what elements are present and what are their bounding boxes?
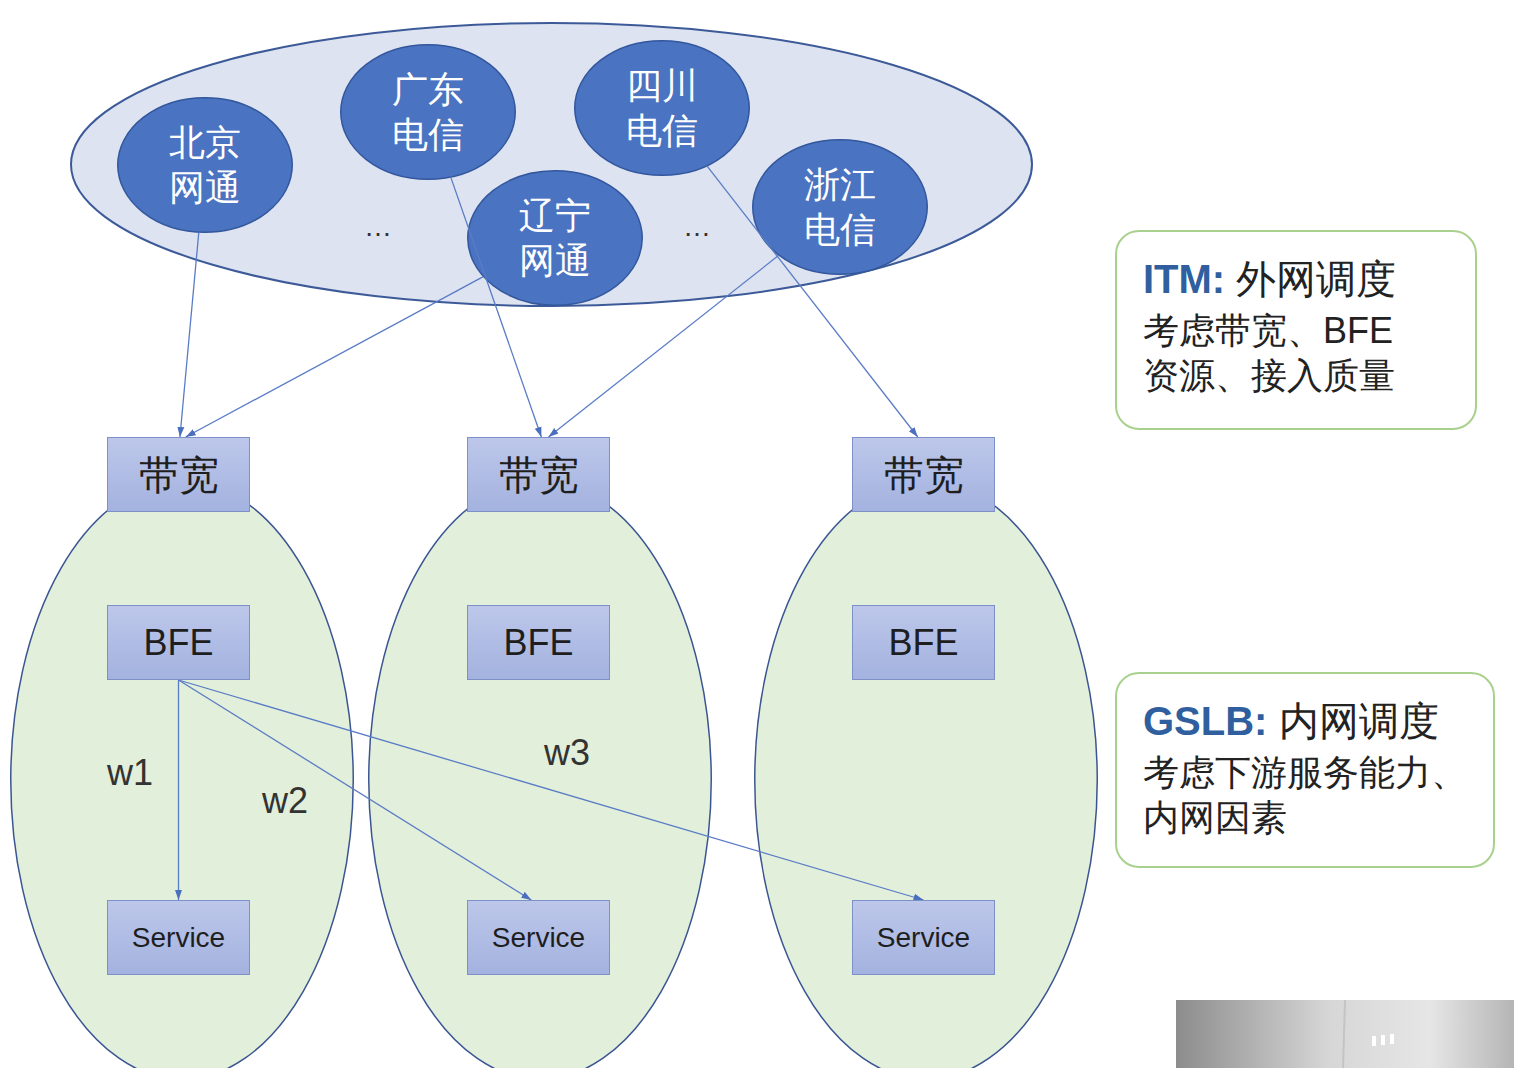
- node-text: BFE: [888, 620, 958, 665]
- ellipse-shape: [341, 45, 516, 180]
- ellipse-shape: [118, 98, 293, 233]
- bandwidth-box: 带宽: [107, 437, 250, 512]
- edge-label: w3: [544, 730, 590, 775]
- connector-arrow: [186, 277, 483, 437]
- camera-thumbnail: [1176, 1000, 1514, 1068]
- ellipse-shape: [11, 481, 354, 1068]
- node-text: 带宽: [884, 450, 964, 500]
- ellipse-outline: [574, 40, 750, 176]
- node-text: GSLB:: [1143, 696, 1267, 746]
- node-text: 带宽: [139, 450, 219, 500]
- text-line: Service: [132, 920, 225, 955]
- text-line: 带宽: [499, 450, 579, 500]
- ellipse-shape: [755, 481, 1098, 1068]
- region-ellipse: 带宽BFEService: [368, 480, 712, 1068]
- node-text: Service: [877, 920, 970, 955]
- bfe-box: BFE: [107, 605, 250, 680]
- isp-circle: 四川 电信: [574, 40, 750, 176]
- text-line: 四川 电信: [615, 63, 709, 153]
- connector-arrow: [178, 680, 179, 900]
- text-line: …: [364, 209, 392, 244]
- bfe-box: BFE: [467, 605, 610, 680]
- isp-circle: 辽宁 网通: [467, 170, 643, 306]
- text-line: 考虑带宽、BFE 资源、接入质量: [1143, 308, 1461, 398]
- text-line: BFE: [143, 620, 213, 665]
- edge-label-holder: w2: [262, 778, 308, 823]
- ellipse-shape: [71, 23, 1032, 306]
- ellipse-shape: [753, 140, 928, 275]
- node-text: 浙江 电信: [793, 162, 887, 252]
- isp-circle: 北京 网通: [117, 97, 293, 233]
- isp-circle: 广东 电信: [340, 44, 516, 180]
- service-box: Service: [467, 900, 610, 975]
- photo-light: [1390, 1034, 1394, 1044]
- node-text: 四川 电信: [615, 63, 709, 153]
- bandwidth-box: 带宽: [467, 437, 610, 512]
- edge-label: w1: [107, 750, 153, 795]
- ellipse-shape: [369, 481, 712, 1068]
- node-text: 辽宁 网通: [508, 193, 602, 283]
- note-box: ITM:外网调度考虑带宽、BFE 资源、接入质量: [1115, 230, 1477, 430]
- node-text: 广东 电信: [381, 67, 475, 157]
- text-line: ITM:外网调度: [1143, 254, 1461, 304]
- photo-light: [1372, 1036, 1376, 1046]
- node-text: BFE: [503, 620, 573, 665]
- service-box: Service: [852, 900, 995, 975]
- connector-arrow: [180, 233, 199, 437]
- text-line: 辽宁 网通: [508, 193, 602, 283]
- ellipse-shape: [468, 171, 643, 306]
- text-line: 考虑下游服务能力、 内网因素: [1143, 750, 1479, 840]
- ellipse-outline: [10, 480, 354, 1068]
- ellipse-outline: [340, 44, 516, 180]
- region-ellipse: 带宽BFEService: [754, 480, 1098, 1068]
- isp-group-ellipse: … … 北京 网通 广东 电信辽宁 网通四川 电信浙江 电信: [70, 22, 1033, 307]
- photo-light: [1381, 1035, 1385, 1045]
- node-text: Service: [492, 920, 585, 955]
- text-line: 北京 网通: [158, 120, 252, 210]
- edge-label: w2: [262, 778, 308, 823]
- bfe-box: BFE: [852, 605, 995, 680]
- node-text: 考虑下游服务能力、 内网因素: [1143, 750, 1478, 840]
- ellipse-outline: [368, 480, 712, 1068]
- photo-edge: [1343, 1000, 1345, 1068]
- text-line: Service: [492, 920, 585, 955]
- ellipse-outline: [117, 97, 293, 233]
- text-line: Service: [877, 920, 970, 955]
- ellipse-outline: [467, 170, 643, 306]
- text-line: 浙江 电信: [793, 162, 887, 252]
- text-line: 广东 电信: [381, 67, 475, 157]
- isp-circle: 浙江 电信: [752, 139, 928, 275]
- note-box: GSLB:内网调度考虑下游服务能力、 内网因素: [1115, 672, 1495, 868]
- node-text: 外网调度: [1236, 254, 1396, 304]
- ellipse-shape: [575, 41, 750, 176]
- service-box: Service: [107, 900, 250, 975]
- text-line: 带宽: [139, 450, 219, 500]
- text-line: GSLB:内网调度: [1143, 696, 1479, 746]
- text-line: 带宽: [884, 450, 964, 500]
- node-text: BFE: [143, 620, 213, 665]
- node-text: Service: [132, 920, 225, 955]
- ellipse-outline: [754, 480, 1098, 1068]
- text-line: BFE: [503, 620, 573, 665]
- node-text: …: [364, 209, 392, 244]
- node-text: 带宽: [499, 450, 579, 500]
- photo-ground: [1176, 1000, 1514, 1068]
- node-text: 考虑带宽、BFE 资源、接入质量: [1143, 308, 1406, 398]
- text-line: BFE: [888, 620, 958, 665]
- node-text: 内网调度: [1279, 696, 1439, 746]
- region-ellipse: 带宽BFEService: [10, 480, 354, 1068]
- node-text: …: [683, 209, 711, 244]
- node-text: ITM:: [1143, 254, 1225, 304]
- edge-label-holder: w1: [107, 750, 153, 795]
- bandwidth-box: 带宽: [852, 437, 995, 512]
- ellipse-outline: [752, 139, 928, 275]
- edge-label-holder: w3: [544, 730, 590, 775]
- node-text: 北京 网通: [158, 120, 252, 210]
- text-line: …: [683, 209, 711, 244]
